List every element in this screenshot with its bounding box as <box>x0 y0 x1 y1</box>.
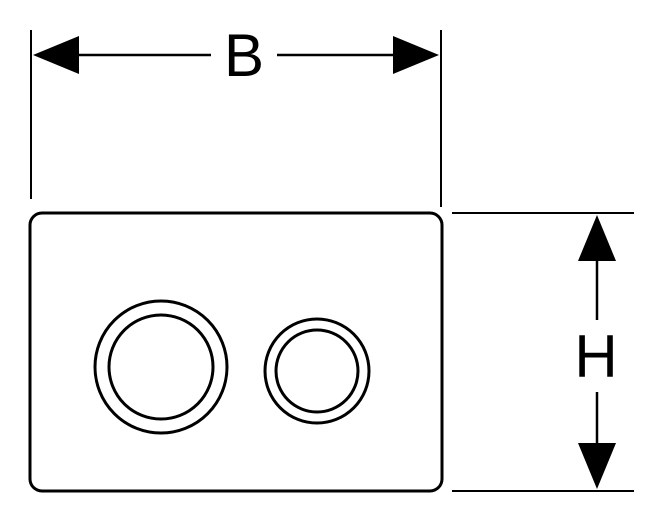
arrow-right-icon <box>393 36 439 74</box>
flush-plate-outline <box>28 211 444 493</box>
left-button-outer-circle <box>93 299 229 435</box>
width-dimension-label: B <box>224 22 264 89</box>
arrow-down-icon <box>578 443 616 489</box>
height-dimension-label: H <box>574 323 617 390</box>
right-button-outer-circle <box>263 317 371 425</box>
arrow-up-icon <box>578 215 616 261</box>
right-button-inner-circle <box>274 328 360 414</box>
left-button-inner-circle <box>107 313 215 421</box>
arrow-left-icon <box>33 36 79 74</box>
